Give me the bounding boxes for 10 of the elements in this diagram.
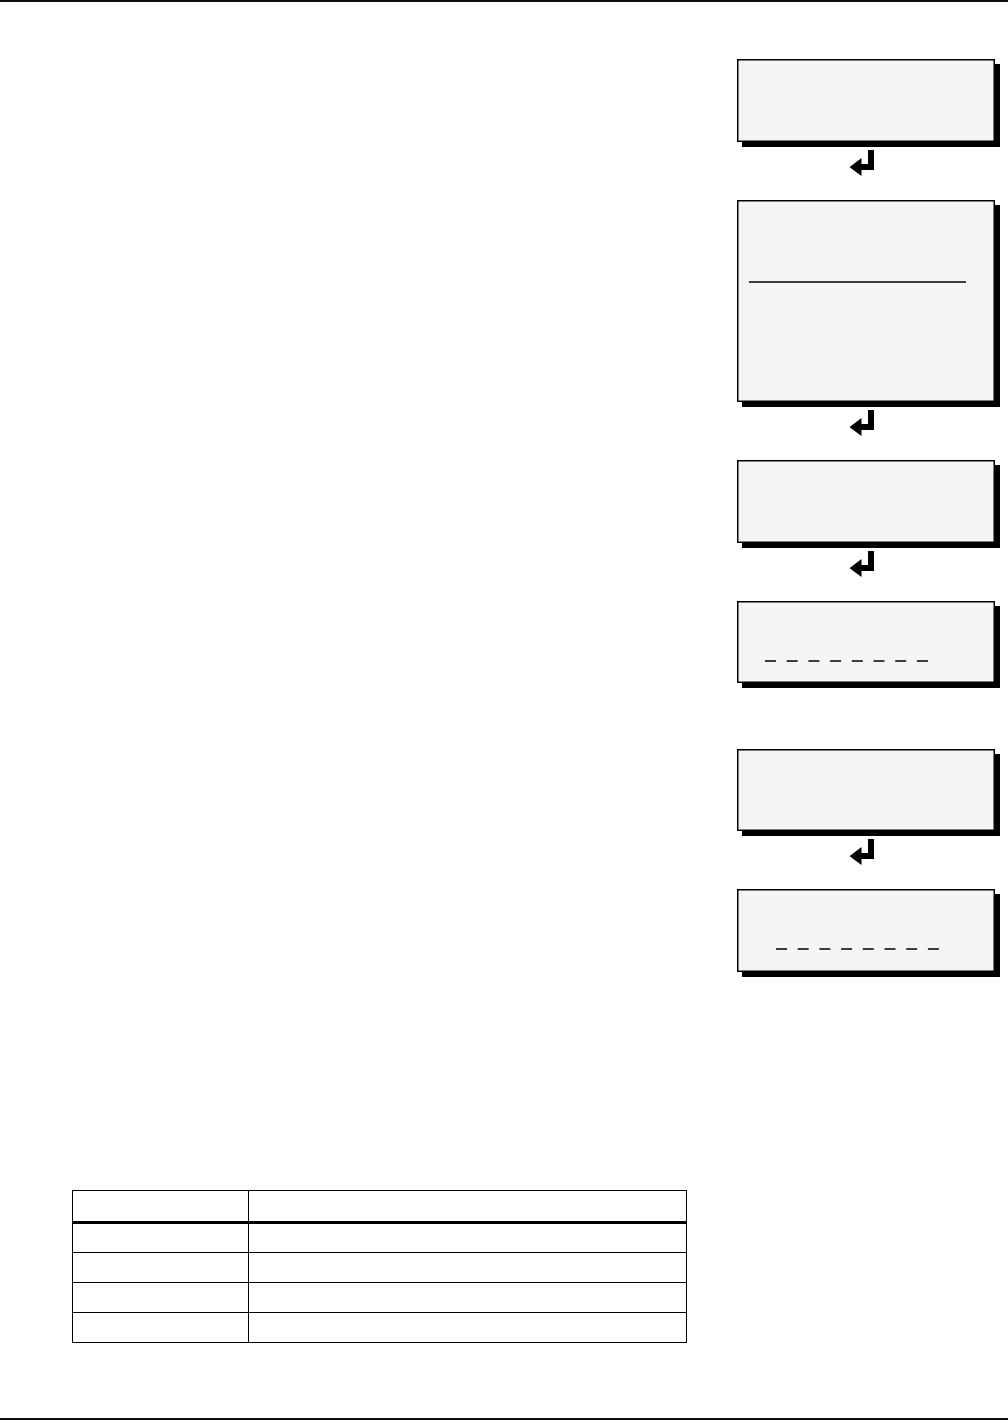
arrow <box>849 150 874 176</box>
arrow <box>849 839 874 865</box>
display-screen <box>737 59 1000 147</box>
display-screen <box>737 749 1000 836</box>
display-screen <box>737 460 1000 548</box>
display-screen <box>737 889 1000 977</box>
display-screen <box>737 601 1000 688</box>
arrow <box>849 551 874 577</box>
display-screen <box>737 200 1000 407</box>
arrow <box>849 410 874 436</box>
